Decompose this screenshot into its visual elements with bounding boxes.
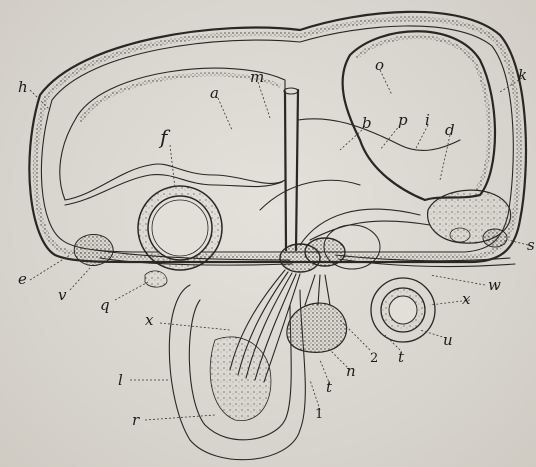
label-l: l <box>118 371 123 389</box>
label-x-right: x <box>462 290 471 308</box>
left-chamber <box>60 68 285 205</box>
label-n: n <box>346 362 356 380</box>
label-e: e <box>18 270 27 288</box>
label-a: a <box>210 84 219 102</box>
label-i: i <box>425 111 430 129</box>
organ-u-ring <box>371 278 435 342</box>
label-s: s <box>527 236 535 254</box>
label-m: m <box>250 68 264 86</box>
label-k: k <box>518 66 527 84</box>
label-v: v <box>58 286 67 304</box>
label-x-left: x <box>145 311 154 329</box>
upper-duct <box>260 119 460 210</box>
label-o: o <box>375 56 384 74</box>
label-h: h <box>18 78 28 96</box>
label-1: 1 <box>315 407 323 422</box>
label-q: q <box>100 296 110 314</box>
label-b: b <box>362 114 372 132</box>
ganglia-pair <box>280 225 380 272</box>
label-p: p <box>398 111 408 129</box>
lower-sac <box>169 285 305 460</box>
label-u: u <box>443 331 453 349</box>
label-f: f <box>158 125 171 149</box>
label-2: 2 <box>370 351 378 366</box>
label-d: d <box>445 121 455 139</box>
label-w: w <box>488 276 501 294</box>
label-r: r <box>132 411 140 429</box>
label-t-right: t <box>398 348 405 366</box>
label-t-bottom: t <box>326 378 333 396</box>
vertical-tube <box>284 88 298 250</box>
